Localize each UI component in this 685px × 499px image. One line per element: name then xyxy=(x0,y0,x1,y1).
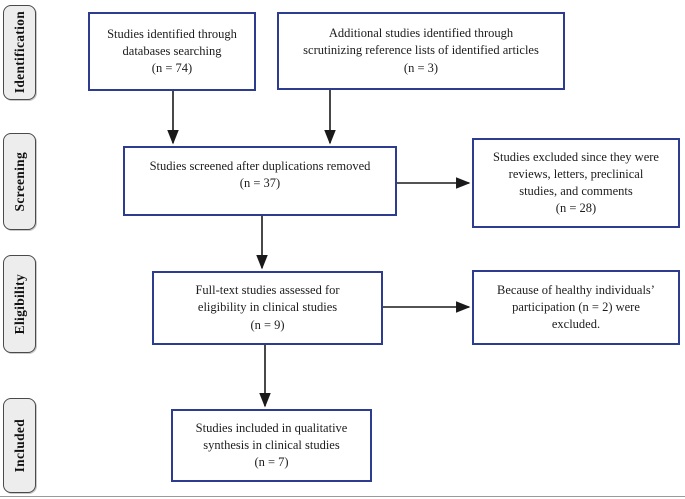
stage-label-text: Included xyxy=(11,418,27,473)
box-studies-included: Studies included in qualitative synthesi… xyxy=(171,409,372,482)
box-studies-screened: Studies screened after duplications remo… xyxy=(123,146,397,216)
figure-bottom-rule xyxy=(0,496,685,497)
stage-label-screening: Screening xyxy=(3,133,36,230)
box-studies-identified-databases: Studies identified through databases sea… xyxy=(88,12,256,91)
stage-label-text: Eligibility xyxy=(11,273,27,335)
stage-label-text: Screening xyxy=(11,151,27,212)
stage-label-eligibility: Eligibility xyxy=(3,255,36,353)
box-fulltext-assessed: Full-text studies assessed for eligibili… xyxy=(152,271,383,345)
box-excluded-healthy-individuals: Because of healthy individuals’ particip… xyxy=(472,270,680,345)
box-additional-studies-references: Additional studies identified through sc… xyxy=(277,12,565,90)
stage-label-included: Included xyxy=(3,398,36,493)
stage-label-text: Identification xyxy=(11,11,27,94)
stage-label-identification: Identification xyxy=(3,5,36,100)
box-studies-excluded-screening: Studies excluded since they were reviews… xyxy=(472,138,680,228)
